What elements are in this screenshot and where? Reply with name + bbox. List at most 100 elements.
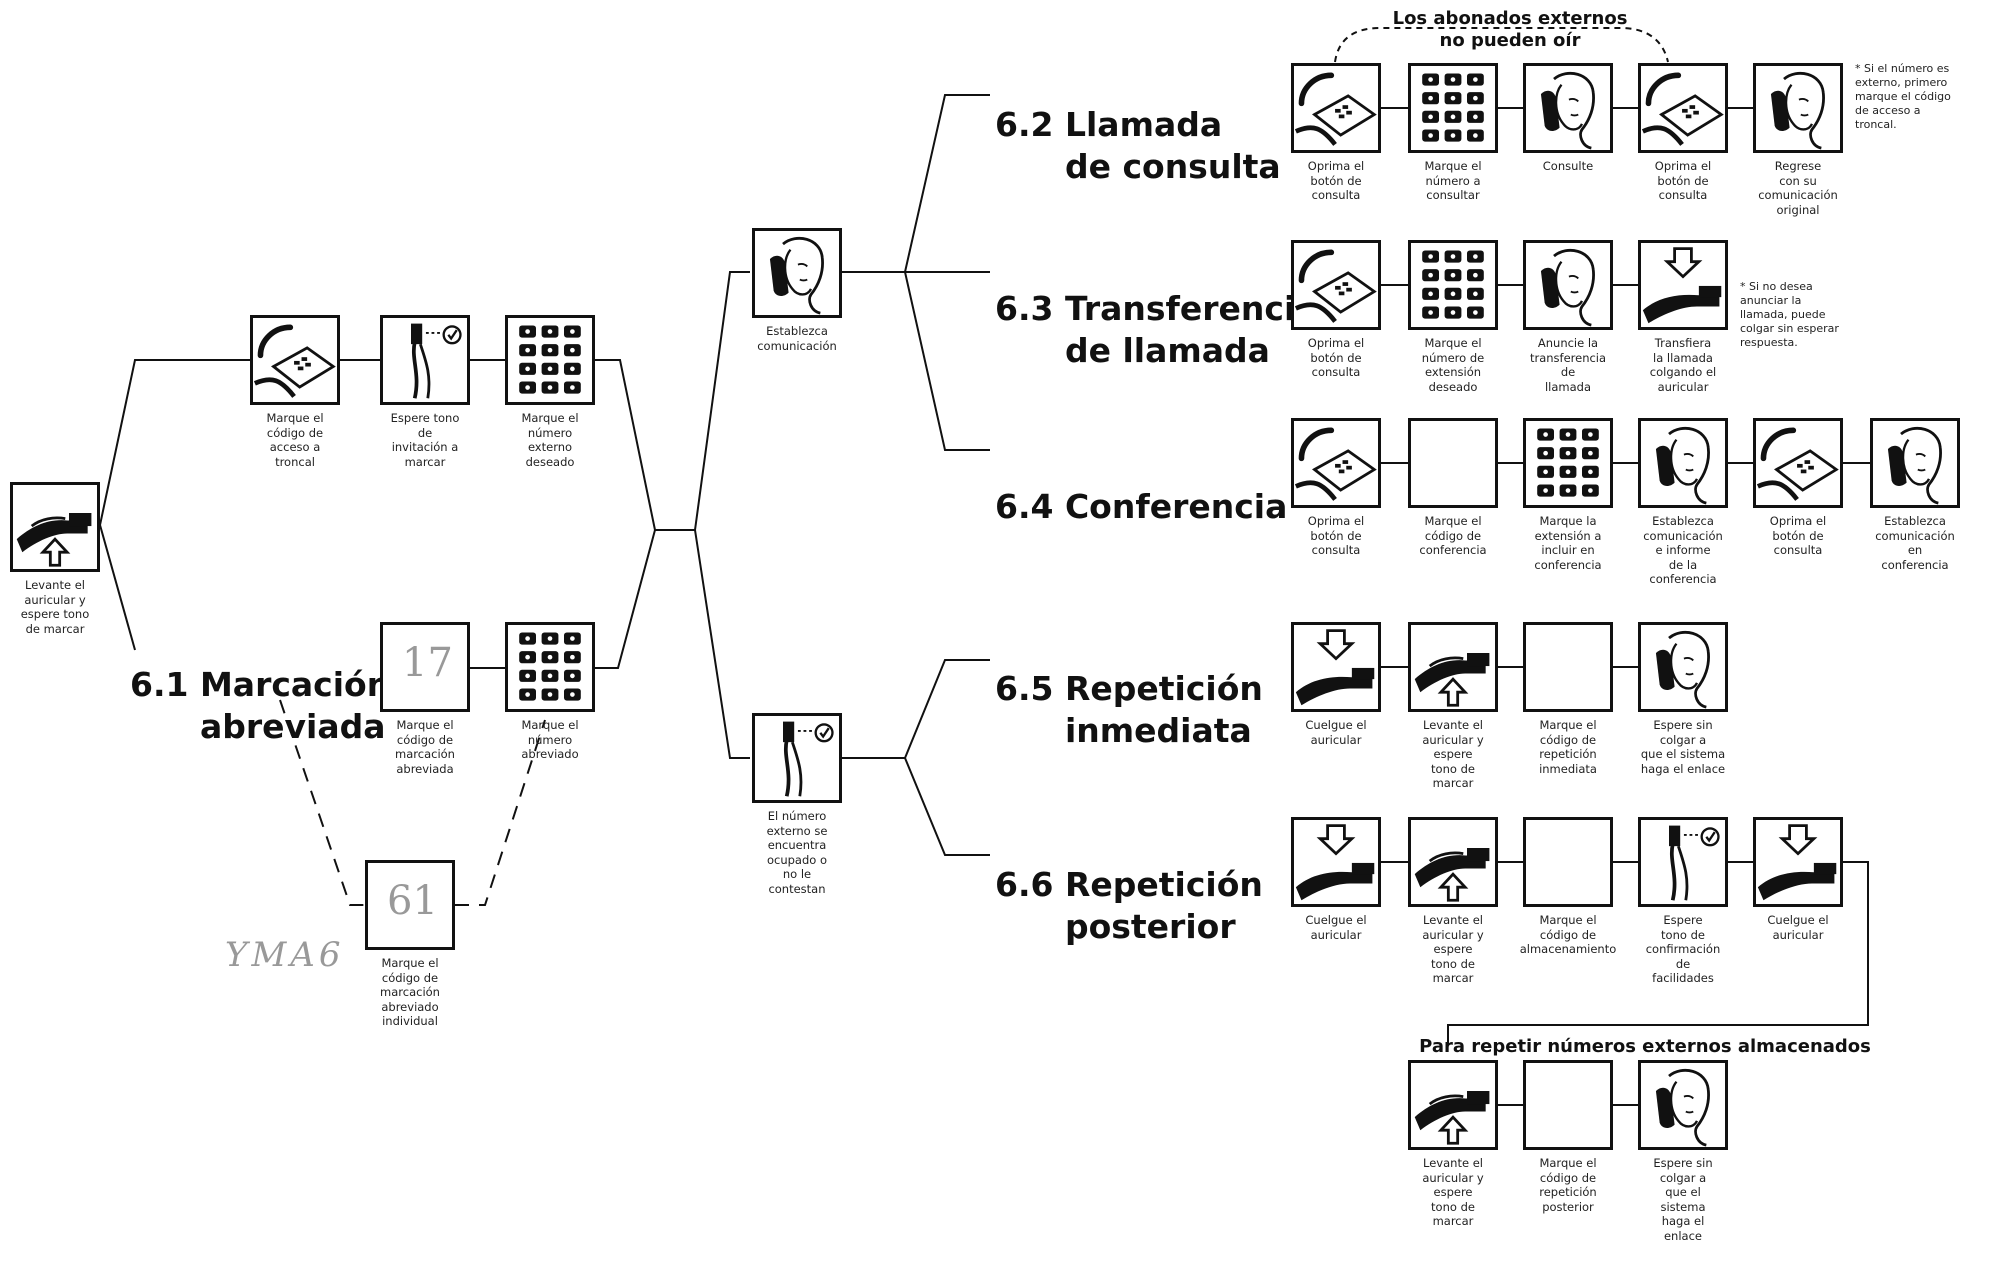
step-caption: Levante el auricular y espere tono de ma… [1422,1156,1484,1228]
section-label: Llamada de consulta [1064,105,1281,186]
person-talking-icon [1756,66,1840,150]
step-box-r64-6 [1870,418,1960,508]
person-talking-icon [1641,625,1725,709]
step-box-a3 [505,315,595,405]
step-box-r67-1 [1408,1060,1498,1150]
step-box-r64-5 [1753,418,1843,508]
step-caption: Espere tono de confirmación de facilidad… [1645,913,1721,985]
step-caption: Marque el código de repetición posterior [1539,1156,1597,1214]
blank-code-icon [1411,421,1495,505]
step-box-c1 [365,860,455,950]
section-title-6-5: 6.5 Repetición inmediata [995,626,1263,752]
handset-lift-icon [1411,625,1495,709]
handset-hangup-icon [1294,820,1378,904]
step-caption: Marque el código de marcación abreviado … [380,956,440,1028]
blank-code-icon [1526,1063,1610,1147]
keypad-icon [1526,421,1610,505]
step-caption: Anuncie la transferencia de llamada [1529,336,1607,394]
step-box-r67-3 [1638,1060,1728,1150]
step-caption: Marque el número externo deseado [521,411,579,469]
step-caption: Regrese con su comunicación original [1758,159,1838,217]
person-talking-icon [755,231,839,315]
step-box-r65-1 [1291,622,1381,712]
line-start-lower [99,524,136,651]
dial-tone-listen-icon [1641,820,1725,904]
note-6-2: * Si el número es externo, primero marqu… [1855,62,1951,131]
section-label: Repetición inmediata [1064,669,1263,750]
step-box-r63-3 [1523,240,1613,330]
step-box-r64-4 [1638,418,1728,508]
step-box-r65-2 [1408,622,1498,712]
step-caption: Establezca comunicación e informe de la … [1643,514,1723,586]
line-a3-hub [595,359,656,531]
section-label: Transferencia de llamada [1064,289,1318,370]
step-caption: Marque el código de acceso a troncal [266,411,324,469]
step-box-start [10,482,100,572]
step-caption: El número externo se encuentra ocupado o… [766,809,828,896]
step-caption: Oprima el botón de consulta [1307,159,1365,202]
step-caption: Marque el código de almacenamiento [1519,913,1617,956]
section-title-6-4: 6.4 Conferencia [995,444,1287,528]
telephone-button-icon [1294,421,1378,505]
section-number: 6.1 [130,665,189,704]
step-box-r62-2 [1408,63,1498,153]
step-box-r66-3 [1523,817,1613,907]
keypad-icon [508,318,592,402]
banner-stored-numbers: Para repetir números externos almacenado… [1419,1036,1871,1057]
dial-tone-listen-icon [383,318,467,402]
section-label: Marcación abreviada [199,665,391,746]
step-caption: Establezca comunicación [757,324,837,353]
blank-code-icon [1526,625,1610,709]
step-caption: Marque el número abreviado [521,718,579,761]
step-box-r66-4 [1638,817,1728,907]
pencil-note: 61 [387,878,438,924]
step-box-m1 [752,228,842,318]
handset-lift-icon [1411,820,1495,904]
handset-lift-icon [1411,1063,1495,1147]
step-caption: Cuelgue el auricular [1767,913,1829,942]
step-box-b2 [505,622,595,712]
line-b2-hub [595,529,656,669]
step-caption: Marque el código de conferencia [1419,514,1487,557]
telephone-button-icon [1294,243,1378,327]
banner-external-cannot-hear: Los abonados externos no pueden oír [1392,8,1628,51]
step-caption: Marque el número de extensión deseado [1421,336,1485,394]
section-number: 6.2 [995,105,1054,144]
keypad-icon [1411,66,1495,150]
step-caption: Transfiera la llamada colgando el auricu… [1649,336,1717,394]
person-talking-icon [1641,1063,1725,1147]
step-caption: Marque el número a consultar [1424,159,1482,202]
step-caption: Levante el auricular y espere tono de ma… [1422,718,1484,790]
step-caption: Marque el código de marcación abreviada [395,718,455,776]
step-box-r66-1 [1291,817,1381,907]
handset-lift-icon [13,485,97,569]
step-box-r62-4 [1638,63,1728,153]
telephone-button-icon [253,318,337,402]
line-66-continuation [1447,861,1869,1045]
step-box-r65-3 [1523,622,1613,712]
line-hub-m2 [694,529,750,759]
step-caption: Cuelgue el auricular [1305,913,1367,942]
step-box-r63-1 [1291,240,1381,330]
line-hub-m1 [694,271,750,531]
step-caption: Espere sin colgar a que el sistema haga … [1640,718,1726,776]
step-box-r66-5 [1753,817,1843,907]
section-label: Conferencia [1064,487,1288,526]
section-number: 6.3 [995,289,1054,328]
person-talking-icon [1873,421,1957,505]
step-caption: Levante el auricular y espere tono de ma… [1422,913,1484,985]
blank-code-icon [1526,820,1610,904]
step-caption: Cuelgue el auricular [1305,718,1367,747]
section-number: 6.4 [995,487,1054,526]
step-caption: Marque la extensión a incluir en confere… [1534,514,1602,572]
step-box-r63-4 [1638,240,1728,330]
step-caption: Marque el código de repetición inmediata [1539,718,1597,776]
section-title-6-3: 6.3 Transferencia de llamada [995,246,1318,372]
step-caption: Levante el auricular y espere tono de ma… [20,578,90,636]
pencil-scribble: YMA6 [225,935,345,975]
telephone-button-icon [1641,66,1725,150]
step-box-r64-2 [1408,418,1498,508]
step-caption: Consulte [1542,159,1594,173]
